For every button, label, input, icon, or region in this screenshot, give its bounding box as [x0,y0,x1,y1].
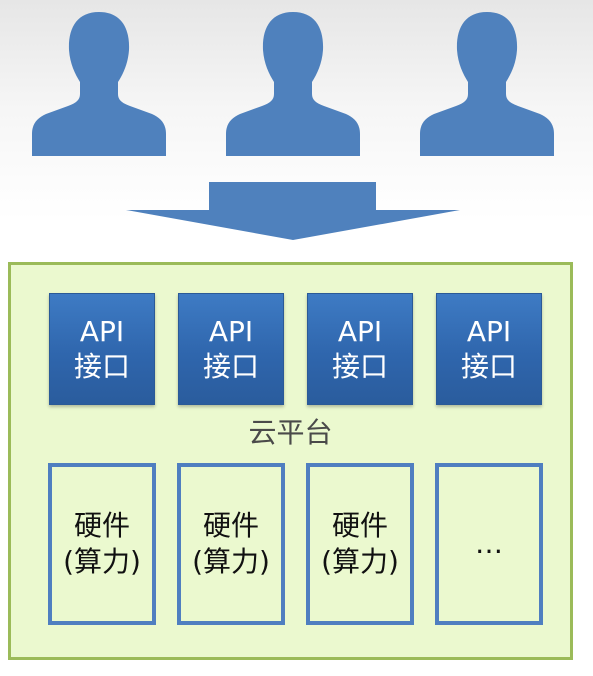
hardware-box-line2: (算力) [63,545,141,578]
cloud-platform: API 接口 API 接口 API 接口 API 接口 云平台 硬件 (算力) … [8,262,573,660]
hardware-box-line1: 硬件 [202,508,259,542]
api-interface-box: API 接口 [307,293,413,405]
api-box-line2: 接口 [460,350,517,383]
user-icon [30,10,168,156]
api-interface-box: API 接口 [436,293,542,405]
hardware-box: 硬件 (算力) [48,463,156,625]
hardware-row: 硬件 (算力) 硬件 (算力) 硬件 (算力) … [11,463,570,625]
person-silhouette-icon [420,12,554,156]
users-group [0,0,593,170]
hardware-box: 硬件 (算力) [306,463,414,625]
hardware-box-line1: 硬件 [331,508,388,542]
user-icon [418,10,556,156]
down-arrow-icon [126,182,460,240]
user-icon [224,10,362,156]
hardware-box-line1: … [475,526,503,560]
hardware-box-more: … [435,463,543,625]
platform-label: 云平台 [248,416,333,449]
api-box-line1: API [337,315,383,348]
hardware-box: 硬件 (算力) [177,463,285,625]
api-box-line2: 接口 [73,350,130,383]
person-silhouette-icon [226,12,360,156]
api-box-line2: 接口 [202,350,259,383]
down-arrow [0,176,593,246]
person-silhouette-icon [32,12,166,156]
hardware-box-line1: 硬件 [73,508,130,542]
api-row: API 接口 API 接口 API 接口 API 接口 [11,293,570,405]
hardware-box-line2: (算力) [321,545,399,578]
api-box-line1: API [466,315,512,348]
api-interface-box: API 接口 [178,293,284,405]
api-box-line1: API [208,315,254,348]
api-box-line1: API [79,315,125,348]
hardware-box-line2: (算力) [192,545,270,578]
api-interface-box: API 接口 [49,293,155,405]
api-box-line2: 接口 [331,350,388,383]
